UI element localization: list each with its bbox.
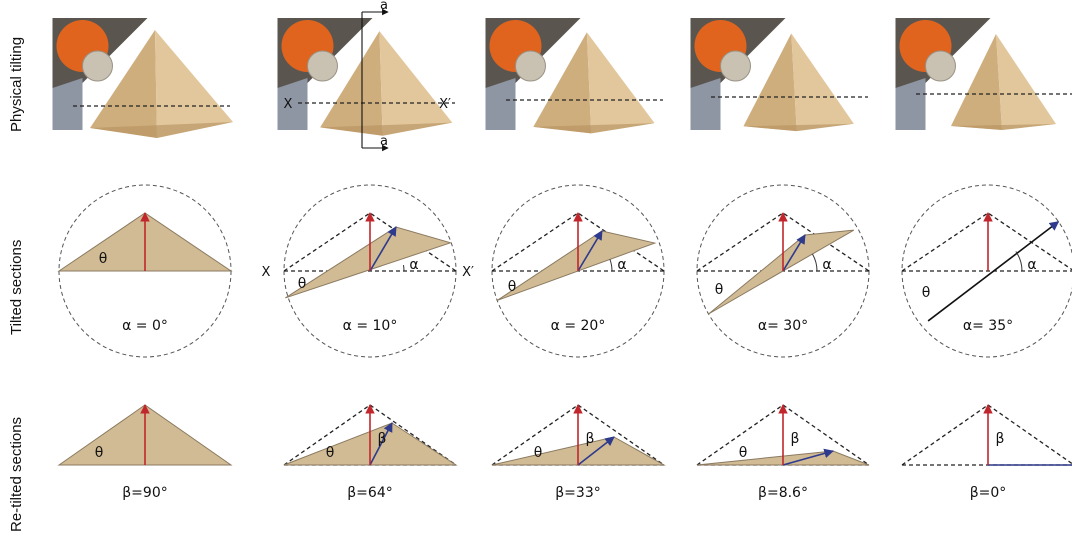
theta-symbol: θ	[99, 251, 108, 267]
retilted-sections-row: θ β=90° β θ β=64° β θ β=33° β θ β=8.6° β β=0°	[59, 405, 1072, 501]
tilted-section-1: α θ X X′ α = 10°	[262, 185, 474, 357]
alpha-symbol: α	[409, 257, 418, 273]
alpha-label: α= 35°	[963, 318, 1013, 334]
theta-symbol: θ	[715, 282, 724, 298]
retilted-section-0: θ β=90°	[59, 405, 231, 501]
retilted-section-2: β θ β=33°	[492, 405, 664, 501]
physical-photo-2	[486, 18, 664, 133]
retilted-section-1: β θ β=64°	[284, 405, 456, 501]
retilted-section-3: β θ β=8.6°	[697, 405, 869, 501]
pyramid-face-right	[155, 30, 233, 138]
alpha-label: α = 0°	[122, 318, 168, 334]
beta-label: β=90°	[122, 485, 167, 501]
pyramid-face-right	[379, 31, 452, 136]
tilted-section-2: α θ α = 20°	[492, 185, 664, 357]
alpha-arc	[812, 254, 817, 271]
alpha-label: α = 10°	[343, 318, 398, 334]
theta-symbol: θ	[534, 445, 543, 461]
beta-label: β=0°	[970, 485, 1007, 501]
robot-wrist	[83, 51, 113, 81]
theta-symbol: θ	[298, 276, 307, 292]
pyramid-face-right	[587, 32, 655, 133]
tilted-section-shape	[497, 231, 655, 300]
theta-symbol: θ	[326, 445, 335, 461]
tilted-section-shape	[709, 230, 854, 314]
theta-symbol: θ	[95, 445, 104, 461]
beta-symbol: β	[996, 431, 1005, 447]
robot-wrist	[721, 51, 751, 81]
physical-photo-4	[896, 18, 1072, 130]
beta-symbol: β	[586, 431, 595, 447]
physical-photo-3	[691, 18, 869, 131]
beta-symbol: β	[791, 431, 800, 447]
pyramid-face-right	[791, 33, 854, 131]
robot-wrist	[516, 51, 546, 81]
label-a-bottom: a	[380, 134, 388, 149]
robot-wrist	[308, 51, 338, 81]
alpha-label: α = 20°	[551, 318, 606, 334]
theta-symbol: θ	[508, 279, 517, 295]
tilted-section-0: θ α = 0°	[59, 185, 231, 357]
original-triangle-dashed	[902, 405, 1072, 465]
label-x-prime: X′	[439, 97, 451, 112]
tilted-section-shape	[285, 227, 450, 298]
beta-label: β=33°	[555, 485, 600, 501]
alpha-arc	[403, 265, 404, 271]
original-section-dashed	[902, 213, 1072, 271]
label-a-top: a	[380, 0, 388, 13]
physical-photo-0	[53, 18, 234, 138]
label-x: X	[284, 97, 293, 112]
alpha-symbol: α	[617, 257, 626, 273]
robot-wrist	[926, 51, 956, 81]
alpha-label: α= 30°	[758, 318, 808, 334]
alpha-symbol: α	[1027, 257, 1036, 273]
tilted-section-3: α θ α= 30°	[697, 185, 869, 357]
retilted-section-4: β β=0°	[902, 405, 1072, 501]
beta-symbol: β	[378, 431, 387, 447]
beta-label: β=64°	[347, 485, 392, 501]
alpha-arc	[1016, 251, 1022, 271]
theta-symbol: θ	[922, 285, 931, 301]
tilted-section-4: α θ α= 35°	[902, 185, 1072, 357]
label-x-prime: X′	[462, 265, 474, 280]
label-x: X	[262, 265, 271, 280]
alpha-arc	[610, 259, 612, 271]
beta-label: β=8.6°	[758, 485, 808, 501]
theta-symbol: θ	[739, 445, 748, 461]
pyramid-face-right	[996, 34, 1056, 130]
alpha-symbol: α	[822, 257, 831, 273]
